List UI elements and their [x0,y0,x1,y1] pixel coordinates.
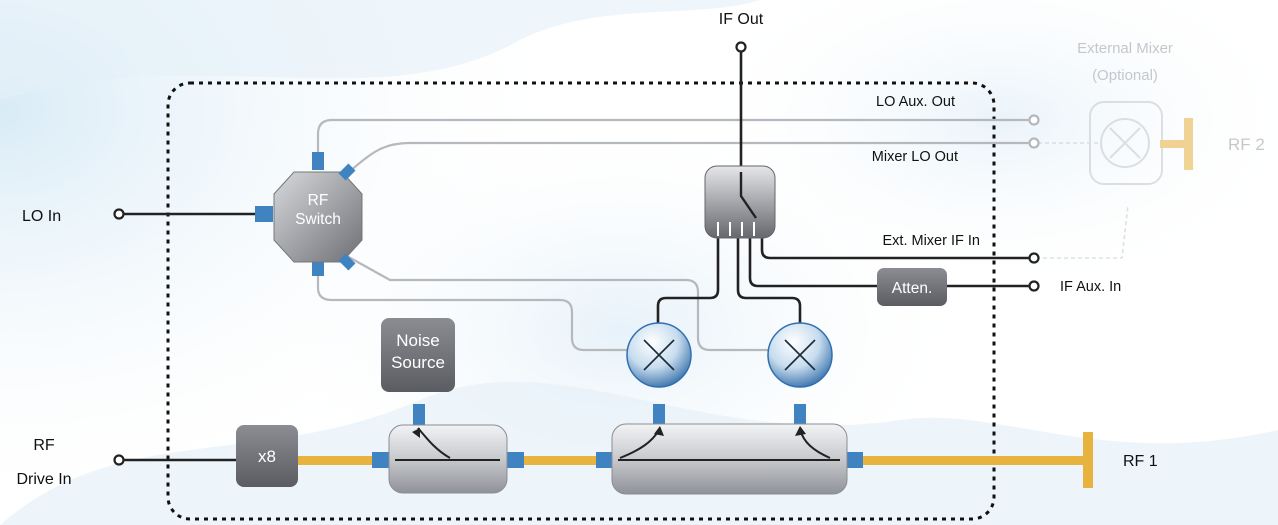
rf1-terminal [1083,432,1093,488]
rf-switch-label-2: Switch [295,211,341,228]
lo-aux-out-connector [1028,114,1040,126]
rf1-label: RF 1 [1123,453,1158,470]
instrument-boundary [166,81,996,521]
if-out-connector [735,41,747,53]
rf-switch-label-1: RF [308,192,329,209]
mixer-1 [626,322,692,388]
connector-stubs [255,152,863,468]
rf2-label: RF 2 [1228,135,1265,154]
external-mixer [1036,101,1193,259]
external-mixer-label-1: External Mixer [1077,40,1173,57]
if-out-label: IF Out [719,11,764,28]
directional-coupler-2 [611,423,848,495]
noise-source: Noise Source [381,318,455,392]
ext-mixer-if-in-connector [1028,252,1040,264]
noise-source-label-1: Noise [396,331,439,350]
ext-mixer-if-in-label: Ext. Mixer IF In [883,233,981,249]
port-connectors [113,41,1040,466]
rf-drive-in-connector [113,454,125,466]
mixer-lo-out-connector [1028,137,1040,149]
rf-drive-in-label-1: RF [33,437,55,454]
if-aux-in-label: IF Aux. In [1060,279,1121,295]
lo-in-connector [113,208,125,220]
if-selector-switch [704,165,776,239]
rf-main-path [298,432,1093,488]
if-wires [122,50,1030,462]
noise-source-label-2: Source [391,353,445,372]
directional-coupler-1 [388,424,508,494]
mixer-2 [767,322,833,388]
rf-drive-in-label-2: Drive In [16,471,71,488]
x8-label: x8 [258,447,276,466]
attenuator: Atten. [877,268,947,306]
rf-switch: RF Switch [273,163,363,271]
x8-multiplier: x8 [236,425,298,487]
mixer-lo-out-label: Mixer LO Out [872,149,958,165]
external-mixer-label-2: (Optional) [1092,67,1158,84]
atten-label: Atten. [892,280,933,297]
if-aux-in-connector [1028,280,1040,292]
lo-aux-out-label: LO Aux. Out [876,94,955,110]
lo-in-label: LO In [22,208,61,225]
